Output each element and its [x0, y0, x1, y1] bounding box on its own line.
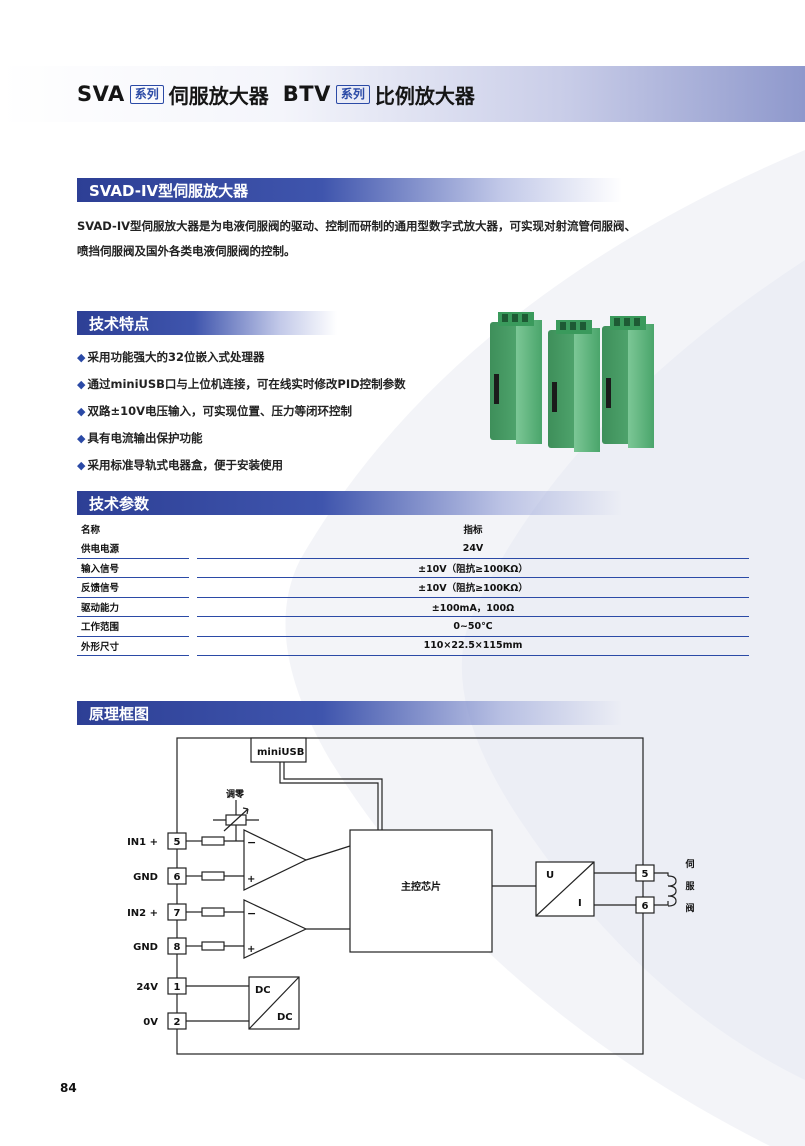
- miniusb-label: miniUSB: [257, 747, 304, 758]
- terminal-label: GND: [133, 942, 158, 953]
- feature-list: ◆采用功能强大的32位嵌入式处理器 ◆通过miniUSB口与上位机连接，可在线实…: [77, 345, 406, 480]
- param-name: 供电电源: [77, 538, 189, 559]
- product-name-1: 伺服放大器: [168, 83, 269, 108]
- table-row: 输入信号 ±10V（阻抗≥100KΩ）: [77, 558, 749, 578]
- terminal-label: IN2 +: [127, 908, 158, 919]
- ui-u-label: U: [546, 870, 554, 881]
- feature-item: ◆通过miniUSB口与上位机连接，可在线实时修改PID控制参数: [77, 377, 406, 391]
- feature-item: ◆双路±10V电压输入，可实现位置、压力等闭环控制: [77, 404, 353, 418]
- series-tag-2: 系列: [335, 84, 370, 104]
- ui-i-label: I: [578, 898, 582, 909]
- enclosure-frame: [176, 737, 644, 1055]
- product-intro: SVAD-IV型伺服放大器是为电液伺服阀的驱动、控制而研制的通用型数字式放大器，…: [77, 214, 727, 264]
- miniusb-box: [250, 737, 307, 763]
- top-banner: [0, 66, 805, 122]
- table-row: 工作范围 0~50℃: [77, 616, 749, 637]
- resistor: [201, 907, 225, 917]
- terminal-label: GND: [133, 872, 158, 883]
- terminal-number: 1: [174, 982, 181, 993]
- table-row: 驱动能力 ±100mA，100Ω: [77, 597, 749, 617]
- table-header-row: 名称 指标: [77, 519, 749, 539]
- dc-out-label: DC: [277, 1012, 293, 1023]
- param-value: 110×22.5×115mm: [197, 636, 749, 656]
- intro-line-1: SVAD-IV型伺服放大器是为电液伺服阀的驱动、控制而研制的通用型数字式放大器，…: [77, 219, 637, 233]
- column-header-name: 名称: [81, 524, 101, 536]
- product-name-2: 比例放大器: [374, 83, 475, 108]
- param-table: 名称 指标 供电电源 24V 输入信号 ±10V（阻抗≥100KΩ） 反馈信号 …: [77, 519, 749, 656]
- resistor: [201, 836, 225, 846]
- diamond-bullet-icon: ◆: [77, 378, 86, 391]
- feature-item: ◆具有电流输出保护功能: [77, 431, 203, 445]
- main-chip-label: 主控芯片: [401, 880, 441, 893]
- terminal-number: 7: [174, 908, 181, 919]
- param-value: ±100mA，100Ω: [197, 597, 749, 617]
- param-name: 反馈信号: [77, 577, 189, 598]
- terminal-number: 5: [642, 869, 649, 880]
- op-amp-2: [243, 899, 308, 959]
- servo-valve-coil-icon: [667, 875, 677, 907]
- product-photo: [490, 312, 654, 452]
- section-header-params: 技术参数: [77, 491, 622, 515]
- brand-btv: BTV: [282, 82, 331, 106]
- diamond-bullet-icon: ◆: [77, 459, 86, 472]
- terminal-number: 5: [174, 837, 181, 848]
- feature-item: ◆采用标准导轨式电器盒，便于安装使用: [77, 458, 283, 472]
- zero-adjust-label: 调零: [226, 788, 245, 800]
- op-amp-1-minus: −: [247, 836, 256, 849]
- param-name: 外形尺寸: [77, 636, 189, 656]
- page-number: 84: [60, 1081, 77, 1095]
- terminal-number: 6: [174, 872, 181, 883]
- op-amp-2-plus: +: [247, 944, 255, 955]
- series-tag-1: 系列: [129, 84, 164, 104]
- section-header-features: 技术特点: [77, 311, 337, 335]
- table-row: 供电电源 24V: [77, 538, 749, 559]
- param-name: 驱动能力: [77, 597, 189, 617]
- terminal-number: 2: [174, 1017, 181, 1028]
- brand-sva: SVA: [77, 82, 125, 106]
- resistor: [201, 941, 225, 951]
- table-row: 反馈信号 ±10V（阻抗≥100KΩ）: [77, 577, 749, 598]
- table-row: 外形尺寸 110×22.5×115mm: [77, 636, 749, 656]
- op-amp-1: [243, 829, 308, 891]
- valve-label-char: 伺: [684, 858, 694, 870]
- terminal-label: IN1 +: [127, 837, 158, 848]
- diamond-bullet-icon: ◆: [77, 351, 86, 364]
- dc-in-label: DC: [255, 985, 271, 996]
- op-amp-1-plus: +: [247, 874, 255, 885]
- param-value: 24V: [197, 538, 749, 559]
- feature-item: ◆采用功能强大的32位嵌入式处理器: [77, 350, 265, 364]
- intro-line-2: 喷挡伺服阀及国外各类电液伺服阀的控制。: [77, 244, 296, 258]
- main-chip-box: [349, 829, 493, 953]
- section-header-diagram: 原理框图: [77, 701, 622, 725]
- section-header-product: SVAD-IV型伺服放大器: [77, 178, 622, 202]
- param-name: 输入信号: [77, 558, 189, 578]
- op-amp-2-minus: −: [247, 907, 256, 920]
- terminal-label: 0V: [143, 1017, 158, 1028]
- column-header-value: 指标: [463, 524, 483, 536]
- block-diagram: miniUSB 调零 − + − + 主控芯片 U I DC DC IN1 + …: [127, 737, 695, 1055]
- param-value: 0~50℃: [197, 616, 749, 637]
- valve-label-char: 阀: [685, 902, 694, 914]
- terminal-number: 6: [642, 901, 649, 912]
- terminal-label: 24V: [136, 982, 158, 993]
- page-title: SVA 系列 伺服放大器 BTV 系列 比例放大器: [77, 80, 475, 108]
- terminal-number: 8: [174, 942, 181, 953]
- param-value: ±10V（阻抗≥100KΩ）: [197, 558, 749, 578]
- param-name: 工作范围: [77, 616, 189, 637]
- resistor: [201, 871, 225, 881]
- diamond-bullet-icon: ◆: [77, 405, 86, 418]
- diamond-bullet-icon: ◆: [77, 432, 86, 445]
- param-value: ±10V（阻抗≥100KΩ）: [197, 577, 749, 598]
- valve-label-char: 服: [685, 881, 695, 892]
